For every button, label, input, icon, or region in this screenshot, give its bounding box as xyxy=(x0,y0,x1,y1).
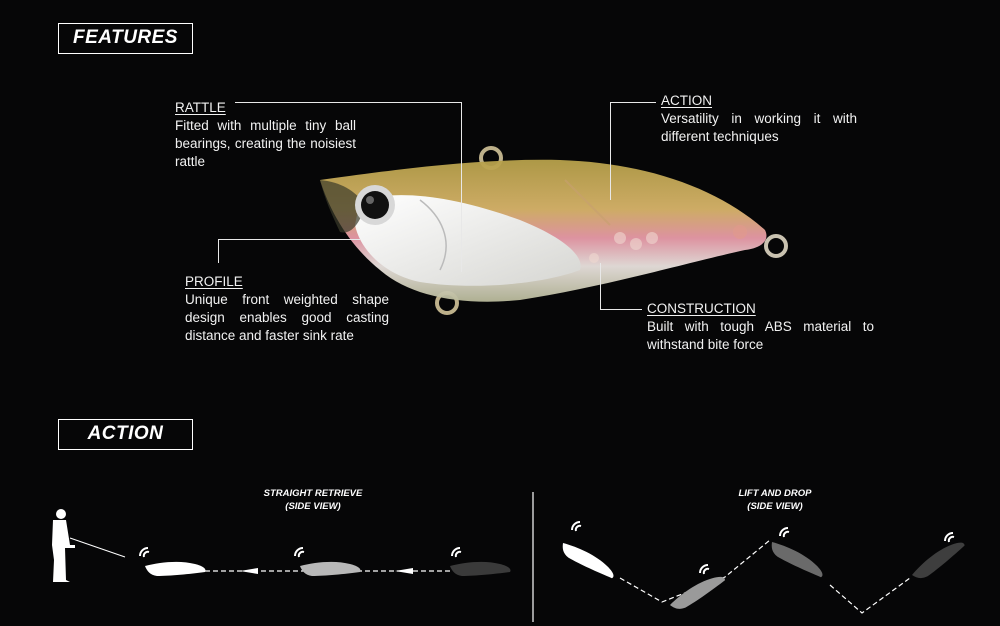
profile-callout: PROFILE Unique front weighted shape desi… xyxy=(185,273,389,345)
rattle-leader-h xyxy=(235,102,462,103)
construction-title: CONSTRUCTION xyxy=(647,301,756,316)
tail-eyelet xyxy=(764,234,788,258)
straight-retrieve-diagram xyxy=(139,547,511,576)
action-leader-v xyxy=(610,102,611,200)
lure-icon xyxy=(145,561,206,576)
action-leader-h xyxy=(610,102,656,103)
profile-leader-h xyxy=(218,239,360,240)
vibration-icon xyxy=(571,521,582,532)
features-heading: FEATURES xyxy=(58,23,193,54)
rattle-leader-v xyxy=(461,102,462,272)
angler-icon xyxy=(52,509,126,582)
action-title: ACTION xyxy=(661,93,713,108)
construction-callout: CONSTRUCTION Built with tough ABS materi… xyxy=(647,300,874,354)
lure-icon xyxy=(450,561,511,576)
construction-leader-v xyxy=(600,263,601,310)
lure-icon xyxy=(558,539,618,582)
vibration-icon xyxy=(294,547,305,558)
rattle-title: RATTLE xyxy=(175,100,226,115)
construction-description: Built with tough ABS material to withsta… xyxy=(647,319,874,352)
profile-title: PROFILE xyxy=(185,274,243,289)
lure-icon xyxy=(909,536,968,584)
vibration-icon xyxy=(699,564,710,575)
vibration-icon xyxy=(139,547,150,558)
lift-drop-caption: LIFT AND DROP (SIDE VIEW) xyxy=(675,487,875,513)
vibration-icon xyxy=(779,527,790,538)
lure-icon xyxy=(300,561,361,576)
arrow-icon xyxy=(395,568,413,574)
straight-retrieve-title: STRAIGHT RETRIEVE xyxy=(263,488,363,499)
straight-retrieve-subtitle: (SIDE VIEW) xyxy=(285,501,341,512)
vibration-icon xyxy=(451,547,462,558)
action-heading: ACTION xyxy=(58,419,193,450)
lift-drop-title: LIFT AND DROP xyxy=(738,488,812,499)
action-callout: ACTION Versatility in working it with di… xyxy=(661,92,857,146)
arrow-icon xyxy=(240,568,258,574)
straight-retrieve-caption: STRAIGHT RETRIEVE (SIDE VIEW) xyxy=(213,487,413,513)
profile-leader-v xyxy=(218,239,219,263)
rattle-callout: RATTLE Fitted with multiple tiny ball be… xyxy=(175,99,356,171)
vibration-icon xyxy=(944,532,955,543)
lift-drop-diagram xyxy=(558,521,968,614)
rattle-description: Fitted with multiple tiny ball bearings,… xyxy=(175,118,356,169)
action-description: Versatility in working it with different… xyxy=(661,111,857,144)
lift-drop-subtitle: (SIDE VIEW) xyxy=(747,501,803,512)
lure-icon xyxy=(767,538,827,581)
lure-icon xyxy=(667,571,728,614)
profile-description: Unique front weighted shape design enabl… xyxy=(185,292,389,343)
construction-leader-h xyxy=(600,309,642,310)
